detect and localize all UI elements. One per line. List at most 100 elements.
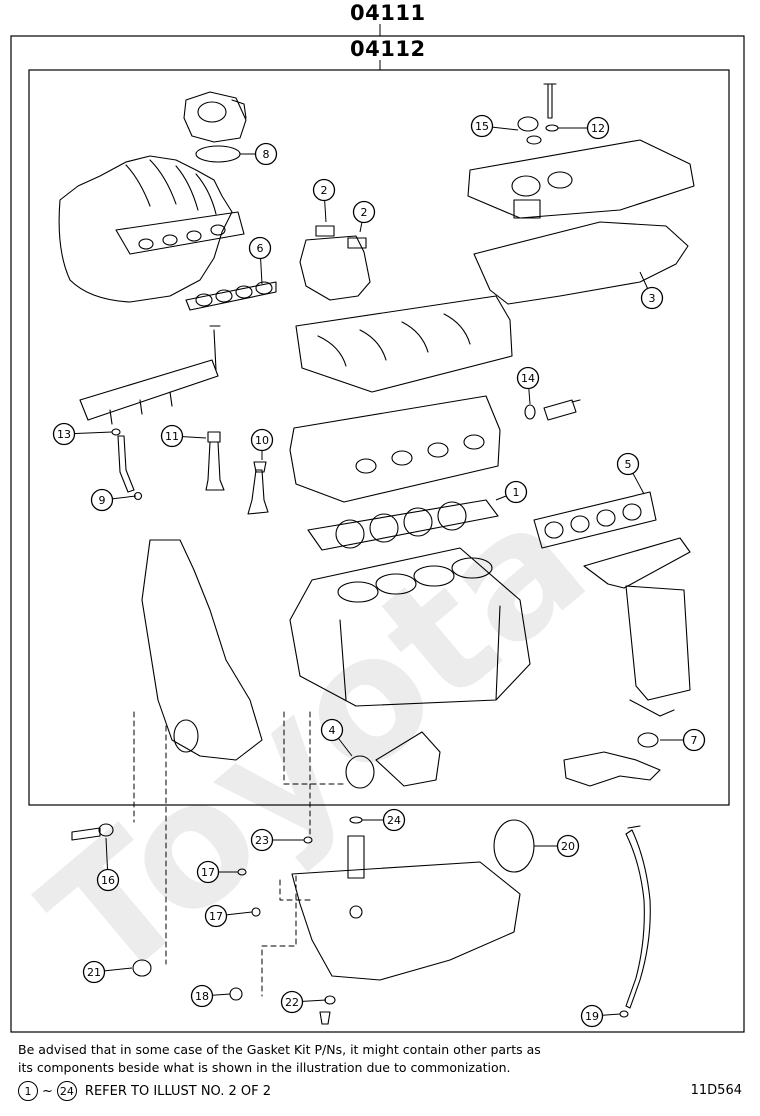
timing-chain-cover [141,539,263,761]
inner-frame [28,69,730,806]
oil-seal-16 [71,823,114,841]
callout-3: 3 [640,286,664,310]
intake-manifold [58,155,245,303]
cylinder-head-cover [467,83,695,219]
callout-number: 5 [625,458,632,471]
water-inlet [345,731,441,789]
callout-number: 15 [475,120,489,133]
callout-number: 22 [285,996,299,1009]
cylinder-head-gasket-1 [307,499,499,551]
callout-number: 2 [321,184,328,197]
outer-part-code: 04111 [350,1,426,25]
callout-15: 15 [470,114,494,138]
footer-note-line1: Be advised that in some case of the Gask… [18,1042,541,1057]
callout-circle [504,480,528,504]
callout-9: 9 [90,488,114,512]
callout-number: 2 [361,206,368,219]
callout-circle [160,424,184,448]
callout-16: 16 [96,868,120,892]
refer-text: REFER TO ILLUST NO. 2 OF 2 [84,1083,272,1099]
callout-circle [196,860,220,884]
rear-oil-seal-20 [493,819,535,873]
callout-number: 9 [99,494,106,507]
callout-number: 19 [585,1010,599,1023]
callout-circle [352,200,376,224]
callout-number: 11 [165,430,179,443]
injector [111,428,143,501]
callout-7: 7 [682,728,706,752]
callout-circle [470,114,494,138]
callout-number: 12 [591,122,605,135]
callout-number: 10 [255,434,269,447]
fuel-rail [79,325,221,425]
callout-18: 18 [190,984,214,1008]
callout-19: 19 [580,1004,604,1028]
callout-circle [556,834,580,858]
callout-6: 6 [248,236,272,260]
valve-11 [205,431,225,491]
callout-17: 17 [204,904,228,928]
callout-number: 13 [57,428,71,441]
range-separator: ~ [42,1083,53,1099]
throttle-body [183,91,247,143]
watermark: Toyota [9,462,622,1021]
callout-number: 16 [101,874,115,887]
footer-note-line2: its components beside what is shown in t… [18,1060,511,1075]
illustration-id: 11D564 [690,1083,742,1098]
callout-circle [280,990,304,1014]
callout-number: 21 [87,966,101,979]
callout-circle [250,428,274,452]
callout-number: 4 [329,724,336,737]
oil-dipstick [625,825,651,1009]
callout-number: 14 [521,372,535,385]
callout-circle [586,116,610,140]
refer-line: 1 ~ 24 REFER TO ILLUST NO. 2 OF 2 [18,1081,271,1101]
callout-circle [52,422,76,446]
callout-layer: 1223456789101112131415161717181920212223… [52,114,706,1028]
cylinder-block [289,547,531,707]
exhaust-manifold [583,537,691,748]
callout-22: 22 [280,990,304,1014]
callout-number: 3 [649,292,656,305]
inner-part-code: 04112 [350,37,426,61]
cylinder-head [289,395,501,503]
callout-number: 8 [263,148,270,161]
intake-manifold-gasket-6 [185,281,277,311]
callout-circle [312,178,336,202]
callout-17: 17 [196,860,220,884]
callout-circle [382,808,406,832]
callout-number: 17 [209,910,223,923]
callout-2: 2 [352,200,376,224]
camshaft-housing [295,225,513,393]
callout-circle [580,1004,604,1028]
callout-circle [640,286,664,310]
callout-number: 1 [513,486,520,499]
range-start-circle: 1 [18,1081,38,1101]
throttle-body-gasket-8 [195,145,241,163]
callout-circle [248,236,272,260]
callout-number: 17 [201,866,215,879]
callout-circle [190,984,214,1008]
callout-10: 10 [250,428,274,452]
callout-number: 18 [195,990,209,1003]
head-cover-gasket-3 [473,221,689,305]
oil-control-valve [524,399,581,421]
callout-23: 23 [250,828,274,852]
exhaust-pipe [563,751,661,787]
callout-number: 6 [257,242,264,255]
range-end-circle: 24 [56,1081,77,1101]
callout-circle [254,142,278,166]
callout-11: 11 [160,424,184,448]
callout-14: 14 [516,366,540,390]
callout-8: 8 [254,142,278,166]
oil-seal-21 [132,959,152,977]
callout-1: 1 [504,480,528,504]
callout-12: 12 [586,116,610,140]
callout-number: 23 [255,834,269,847]
exhaust-manifold-gasket-5 [533,491,657,549]
gasket-19 [619,1010,629,1018]
callout-21: 21 [82,960,106,984]
callout-circle [616,452,640,476]
callout-circle [204,904,228,928]
callout-number: 20 [561,840,575,853]
